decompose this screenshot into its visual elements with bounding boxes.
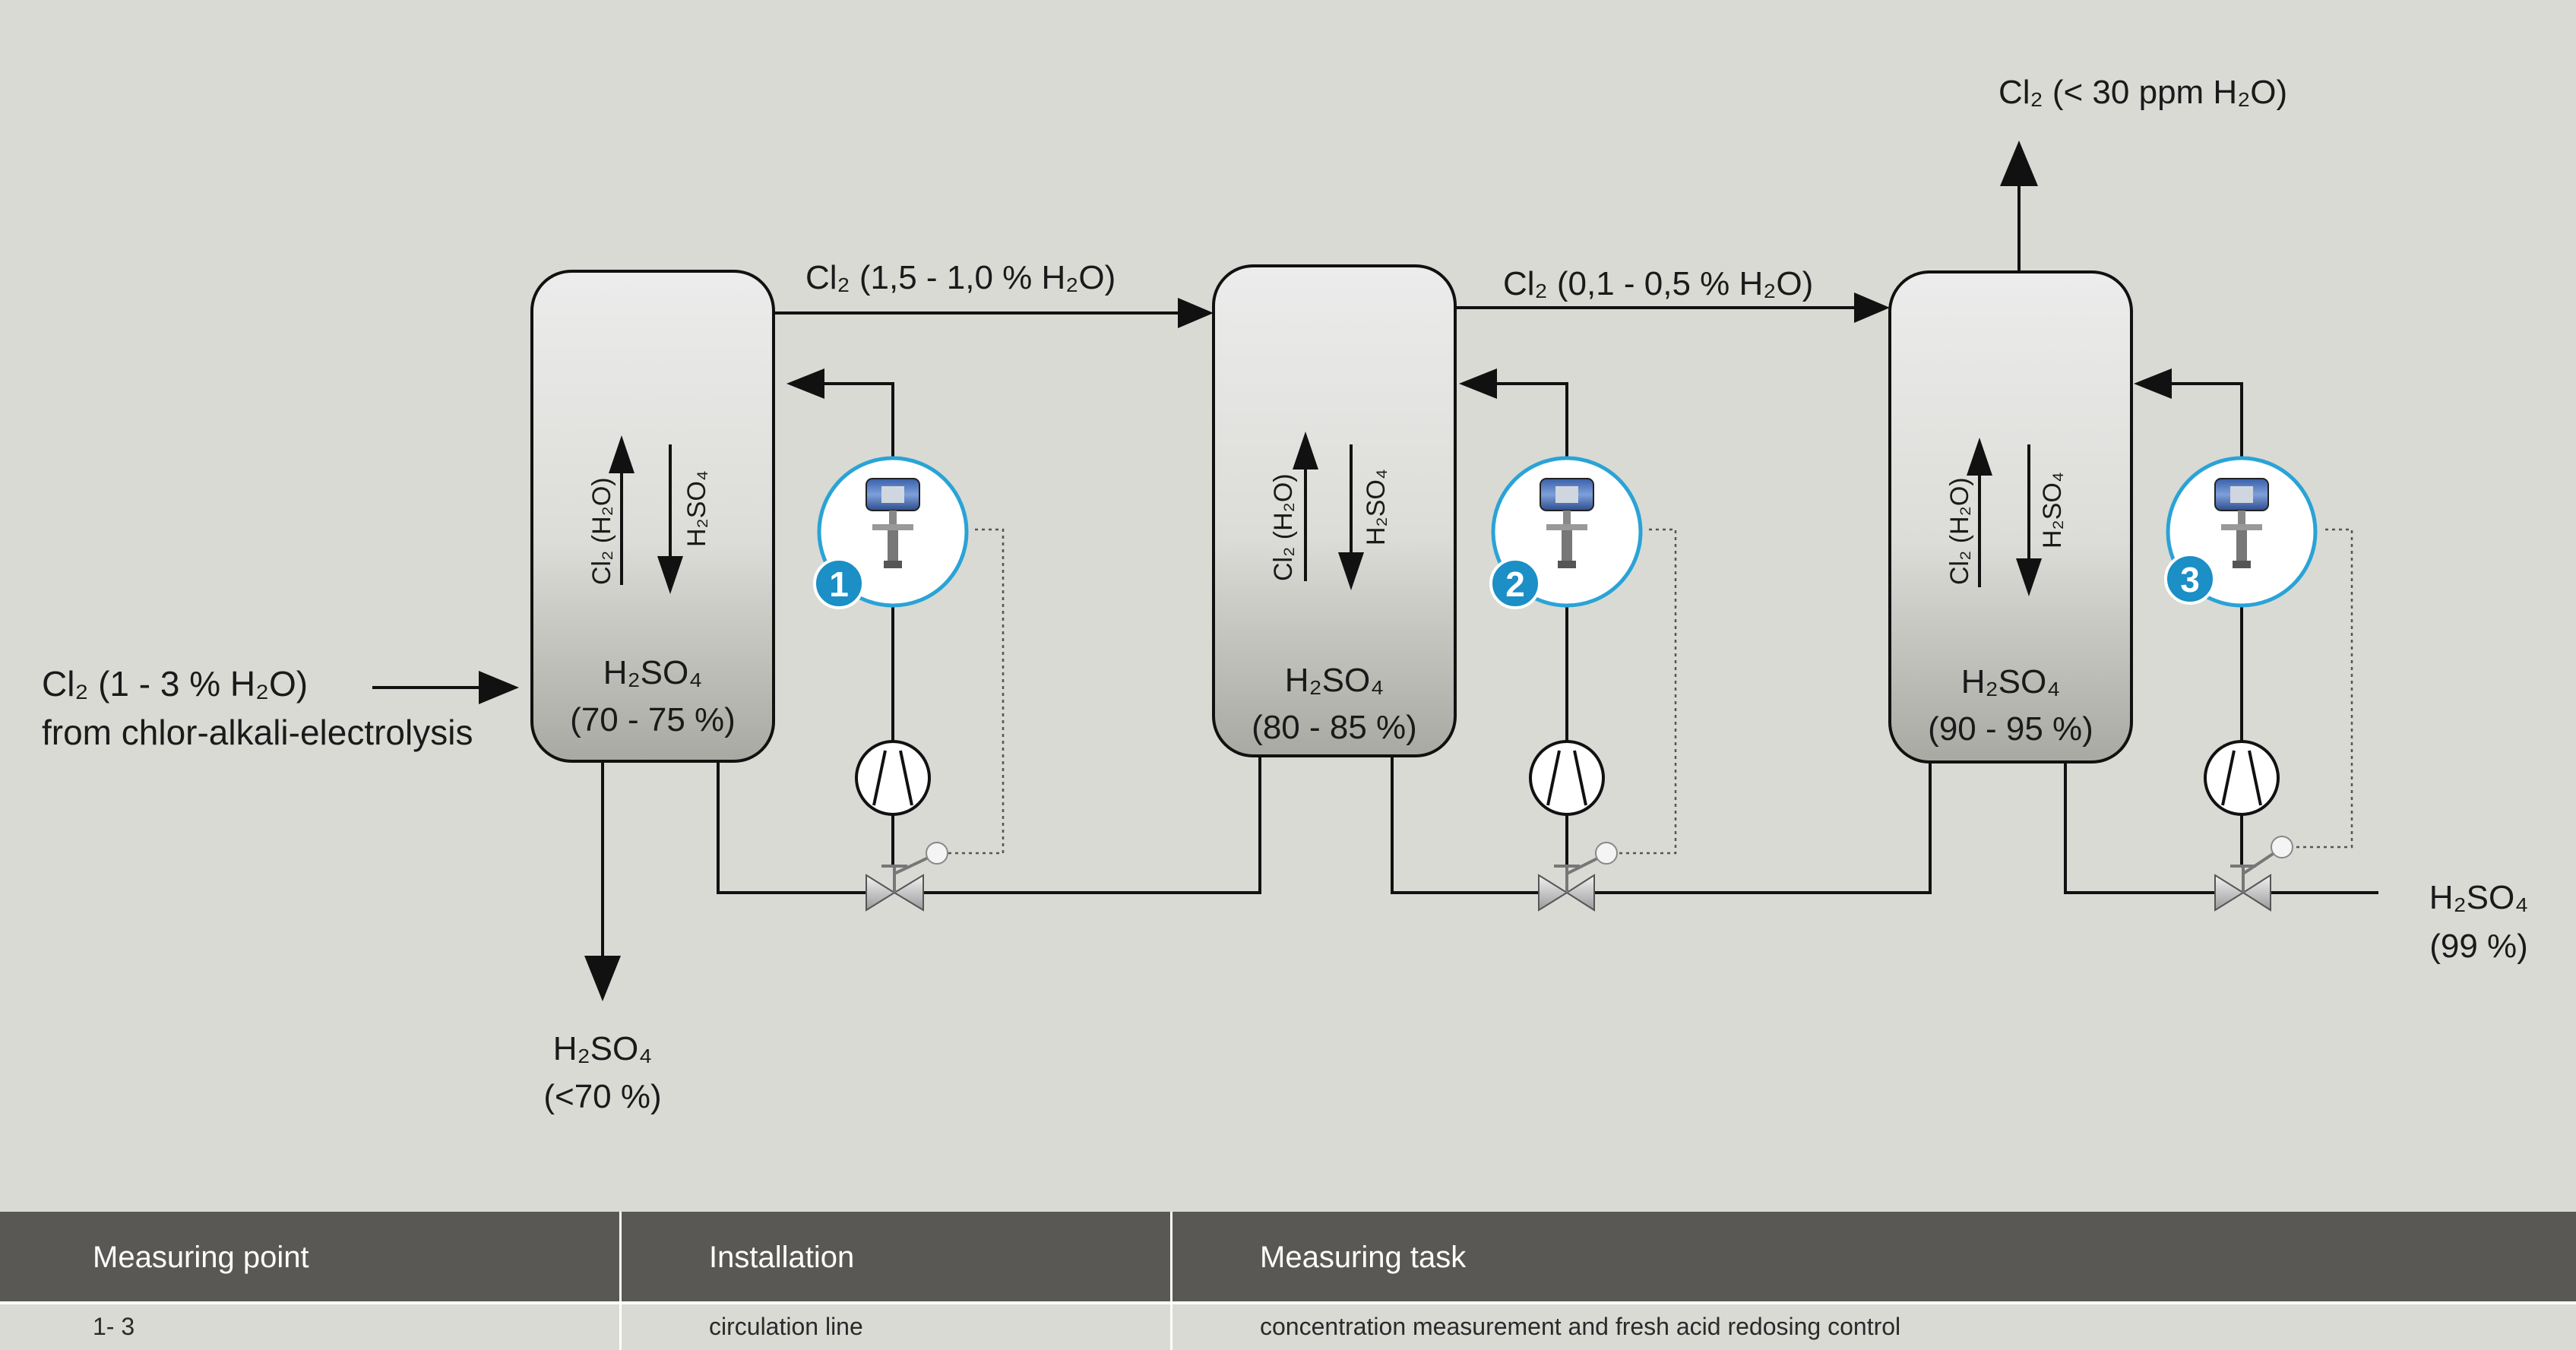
pump-2	[1529, 740, 1605, 816]
pump-1	[855, 740, 931, 816]
table-header	[0, 1212, 2576, 1303]
bottom-output-name: H₂SO₄	[553, 1030, 652, 1067]
table-divider	[0, 1301, 2576, 1304]
tower-3-acid-conc: (90 - 95 %)	[1928, 710, 2093, 748]
control-valve-1	[866, 842, 948, 912]
top-output-label: Cl₂ (< 30 ppm H₂O)	[1998, 74, 2287, 111]
measuring-point-badge-3: 3	[2164, 553, 2216, 605]
signal-lines	[946, 528, 2353, 855]
tower-3	[1888, 270, 2133, 764]
tower-2-acid-name: H₂SO₄	[1285, 662, 1384, 699]
pump-3	[2204, 740, 2280, 816]
control-valve-2	[1538, 842, 1618, 912]
control-valve-3	[2214, 836, 2293, 912]
tower-2-gas-label: Cl₂ (H₂O)	[1269, 473, 1298, 581]
cell-installation: circulation line	[709, 1313, 863, 1340]
arrow-heads	[479, 141, 2038, 1001]
column-separator	[619, 1212, 622, 1350]
feed-label-line1: Cl₂ (1 - 3 % H₂O)	[42, 664, 308, 703]
tower-1-down-label: H₂SO₄	[682, 470, 711, 547]
svg-text:1: 1	[829, 564, 849, 604]
cell-measuring-point: 1- 3	[93, 1313, 135, 1340]
tower-2-down-label: H₂SO₄	[1362, 469, 1391, 545]
tower-1-acid-name: H₂SO₄	[603, 654, 702, 691]
tower-1-gas-label: Cl₂ (H₂O)	[587, 477, 616, 585]
tower-2-acid-conc: (80 - 85 %)	[1252, 709, 1417, 746]
tower-3-down-label: H₂SO₄	[2038, 472, 2067, 549]
header-measuring-point: Measuring point	[93, 1241, 309, 1274]
column-separator	[1170, 1212, 1172, 1350]
measuring-table: Measuring point Installation Measuring t…	[0, 1212, 2576, 1350]
gas-flow-lines	[372, 182, 2021, 957]
tower-1	[530, 270, 775, 763]
header-measuring-task: Measuring task	[1260, 1241, 1467, 1274]
svg-text:2: 2	[1505, 564, 1525, 604]
tower-3-gas-label: Cl₂ (H₂O)	[1945, 477, 1974, 585]
measuring-point-badge-1: 1	[813, 558, 865, 609]
bottom-output-conc: (<70 %)	[543, 1078, 661, 1115]
return-arrow-heads	[786, 368, 2172, 399]
header-installation: Installation	[709, 1241, 855, 1274]
flow-2-3-label: Cl₂ (0,1 - 0,5 % H₂O)	[1503, 265, 1813, 302]
fresh-acid-name: H₂SO₄	[2429, 879, 2528, 916]
tower-inner-arrows	[609, 432, 2042, 596]
tower-1-acid-conc: (70 - 75 %)	[570, 701, 736, 738]
measuring-point-badge-2: 2	[1489, 558, 1541, 609]
process-diagram: 1 2 3 Cl₂ (< 30 ppm H₂O) Cl₂ (1,5 - 1,0 …	[42, 74, 2528, 1115]
tower-2	[1212, 264, 1457, 757]
circulation-lines	[717, 382, 2378, 894]
svg-text:3: 3	[2180, 560, 2200, 599]
tower-3-acid-name: H₂SO₄	[1961, 663, 2060, 700]
flow-1-2-label: Cl₂ (1,5 - 1,0 % H₂O)	[805, 259, 1116, 296]
feed-label-line2: from chlor-alkali-electrolysis	[42, 713, 473, 752]
fresh-acid-conc: (99 %)	[2429, 928, 2528, 965]
cell-measuring-task: concentration measurement and fresh acid…	[1260, 1313, 1901, 1340]
